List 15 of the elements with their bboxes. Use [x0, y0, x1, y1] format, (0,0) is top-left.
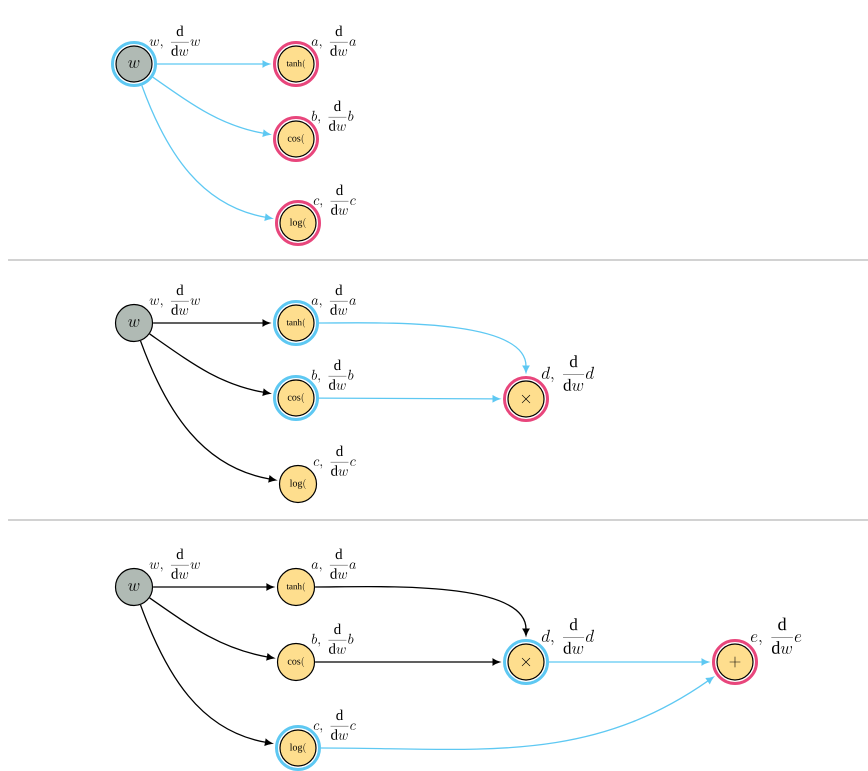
arrow — [141, 85, 272, 221]
arrow — [149, 597, 274, 660]
arrow — [321, 676, 714, 750]
arrow — [140, 340, 276, 482]
arrow — [319, 395, 500, 402]
arrow — [549, 658, 709, 666]
arrow — [149, 333, 270, 396]
arrow — [157, 60, 270, 68]
arrow — [152, 76, 270, 137]
arrow — [315, 586, 530, 636]
arrow — [319, 322, 530, 373]
arrow — [153, 584, 274, 590]
arrow — [153, 320, 270, 326]
arrow — [140, 604, 272, 746]
arrow — [315, 658, 500, 666]
